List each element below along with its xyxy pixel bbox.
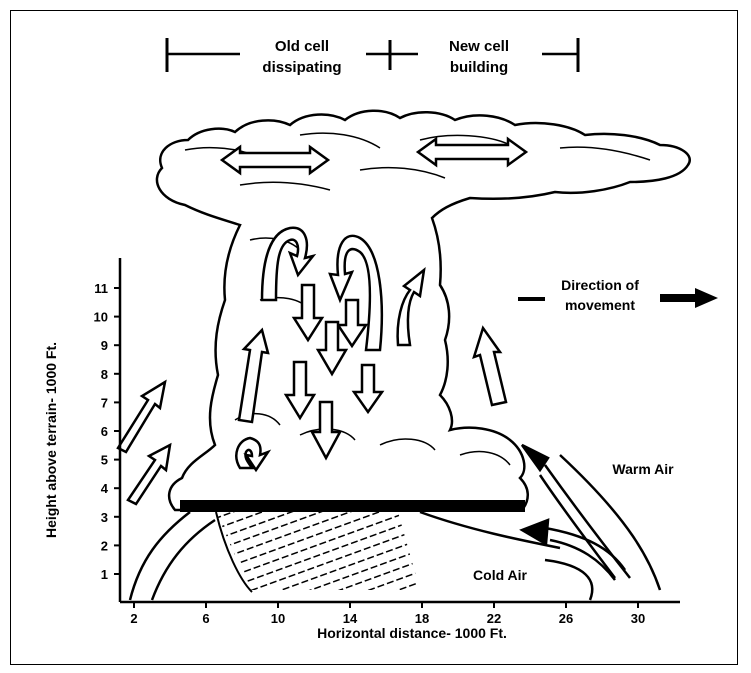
y-axis-title: Height above terrain- 1000 Ft. — [43, 342, 59, 538]
movement-arrow — [518, 288, 718, 308]
building-label: building — [450, 59, 508, 76]
updraft-arrow-far-left-upper — [116, 379, 167, 454]
warm-air-label: Warm Air — [612, 461, 674, 477]
anvil-outflow-arrows — [219, 136, 529, 176]
curl-arrow-base — [235, 436, 272, 473]
updraft-arrow-right — [396, 267, 426, 347]
rain-shaft — [215, 511, 420, 593]
cold-air-outflow — [128, 510, 627, 601]
y-tick-label: 2 — [101, 538, 108, 553]
cloud-draft-arrows — [235, 226, 426, 473]
y-tick-label: 3 — [101, 510, 108, 525]
x-tick-label: 26 — [559, 611, 573, 626]
updraft-arrow-right-outside — [472, 325, 508, 407]
x-tick-label: 6 — [202, 611, 209, 626]
x-tick-label: 30 — [631, 611, 645, 626]
down-arrow-6 — [309, 400, 343, 461]
movement-label: movement — [565, 297, 635, 313]
down-arrow-2 — [335, 298, 369, 349]
down-arrow-5 — [351, 363, 385, 415]
outside-arrows — [116, 325, 508, 506]
y-tick-label: 9 — [101, 338, 108, 353]
x-tick-label: 22 — [487, 611, 501, 626]
cell-bracket — [165, 34, 580, 78]
storm-cloud — [155, 109, 691, 512]
cloud-base — [180, 500, 525, 512]
down-arrow-4 — [283, 360, 317, 421]
y-tick-label: 8 — [101, 367, 108, 382]
figure-frame — [10, 10, 738, 665]
down-arrow-1 — [291, 283, 325, 343]
curl-arrow-left — [260, 226, 317, 302]
x-tick-label: 18 — [415, 611, 429, 626]
warm-air-inflow — [520, 443, 662, 591]
new-cell-label: New cell — [449, 38, 509, 55]
y-tick-label: 5 — [101, 453, 108, 468]
dissipating-label: dissipating — [262, 59, 341, 76]
x-tick-label: 14 — [343, 611, 358, 626]
cold-air-label: Cold Air — [473, 567, 527, 583]
updraft-arrow-far-left-lower — [126, 442, 172, 506]
x-axis-title: Horizontal distance- 1000 Ft. — [317, 625, 507, 641]
y-tick-label: 10 — [94, 310, 108, 325]
x-tick-label: 10 — [271, 611, 285, 626]
updraft-arrow-left — [237, 327, 270, 424]
y-tick-label: 11 — [94, 281, 108, 296]
down-arrow-3 — [315, 320, 349, 377]
y-tick-label: 7 — [101, 395, 108, 410]
curl-arrow-center — [328, 234, 384, 352]
x-tick-label: 2 — [130, 611, 137, 626]
y-tick-label: 1 — [101, 567, 108, 582]
old-cell-label: Old cell — [275, 38, 329, 55]
direction-label: Direction of — [561, 277, 639, 293]
y-tick-label: 6 — [101, 424, 108, 439]
y-tick-label: 4 — [101, 481, 109, 496]
y-axis-ticks: 1 2 3 4 5 6 7 8 9 10 11 — [94, 281, 120, 582]
